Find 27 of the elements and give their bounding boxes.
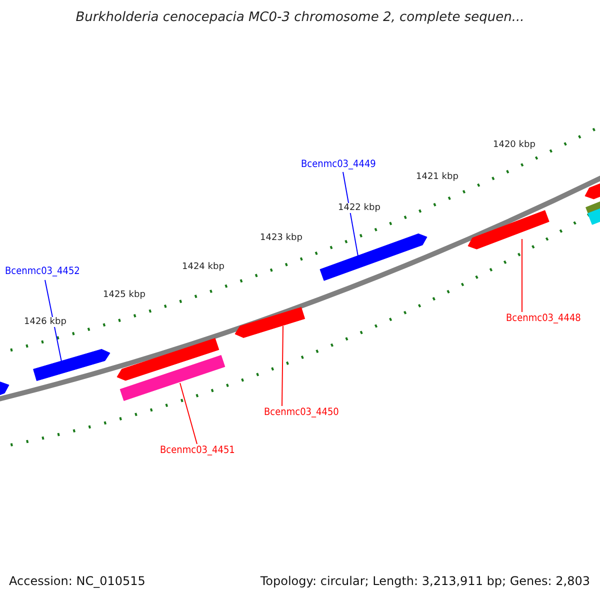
gene-feature [468, 210, 550, 250]
scale-label: 1425 kbp [102, 290, 146, 300]
scale-label: 1426 kbp [23, 317, 68, 327]
scale-label: 1421 kbp [415, 172, 460, 182]
gene-label: Bcenmc03_4449 [301, 159, 376, 170]
scale-label: 1420 kbp [492, 140, 536, 150]
gene-label: Bcenmc03_4452 [5, 266, 80, 277]
accession-text: Accession: NC_010515 [9, 574, 146, 588]
scale-label: 1424 kbp [181, 262, 226, 272]
leader-line [282, 326, 284, 406]
diagram-title: Burkholderia cenocepacia MC0-3 chromosome 2, complete sequen... [74, 10, 526, 25]
leader-line [342, 172, 358, 256]
leader-line [44, 280, 62, 364]
gene-feature [320, 233, 428, 281]
leader-line [180, 382, 198, 444]
scale-label: 1423 kbp [259, 233, 304, 243]
scale-label: 1422 kbp [337, 203, 382, 213]
gene-feature [588, 206, 600, 225]
gene-feature [33, 348, 110, 382]
gene-label: Bcenmc03_4451 [160, 445, 235, 456]
sequence-info-text: Topology: circular; Length: 3,213,911 bp; Genes: 2,803 [260, 574, 590, 588]
gene-feature [120, 355, 226, 401]
gene-feature [234, 307, 306, 338]
gene-feature [116, 338, 220, 381]
gene-label: Bcenmc03_4450 [264, 407, 339, 418]
gene-label: Bcenmc03_4448 [506, 313, 581, 324]
gene-feature [584, 181, 600, 200]
